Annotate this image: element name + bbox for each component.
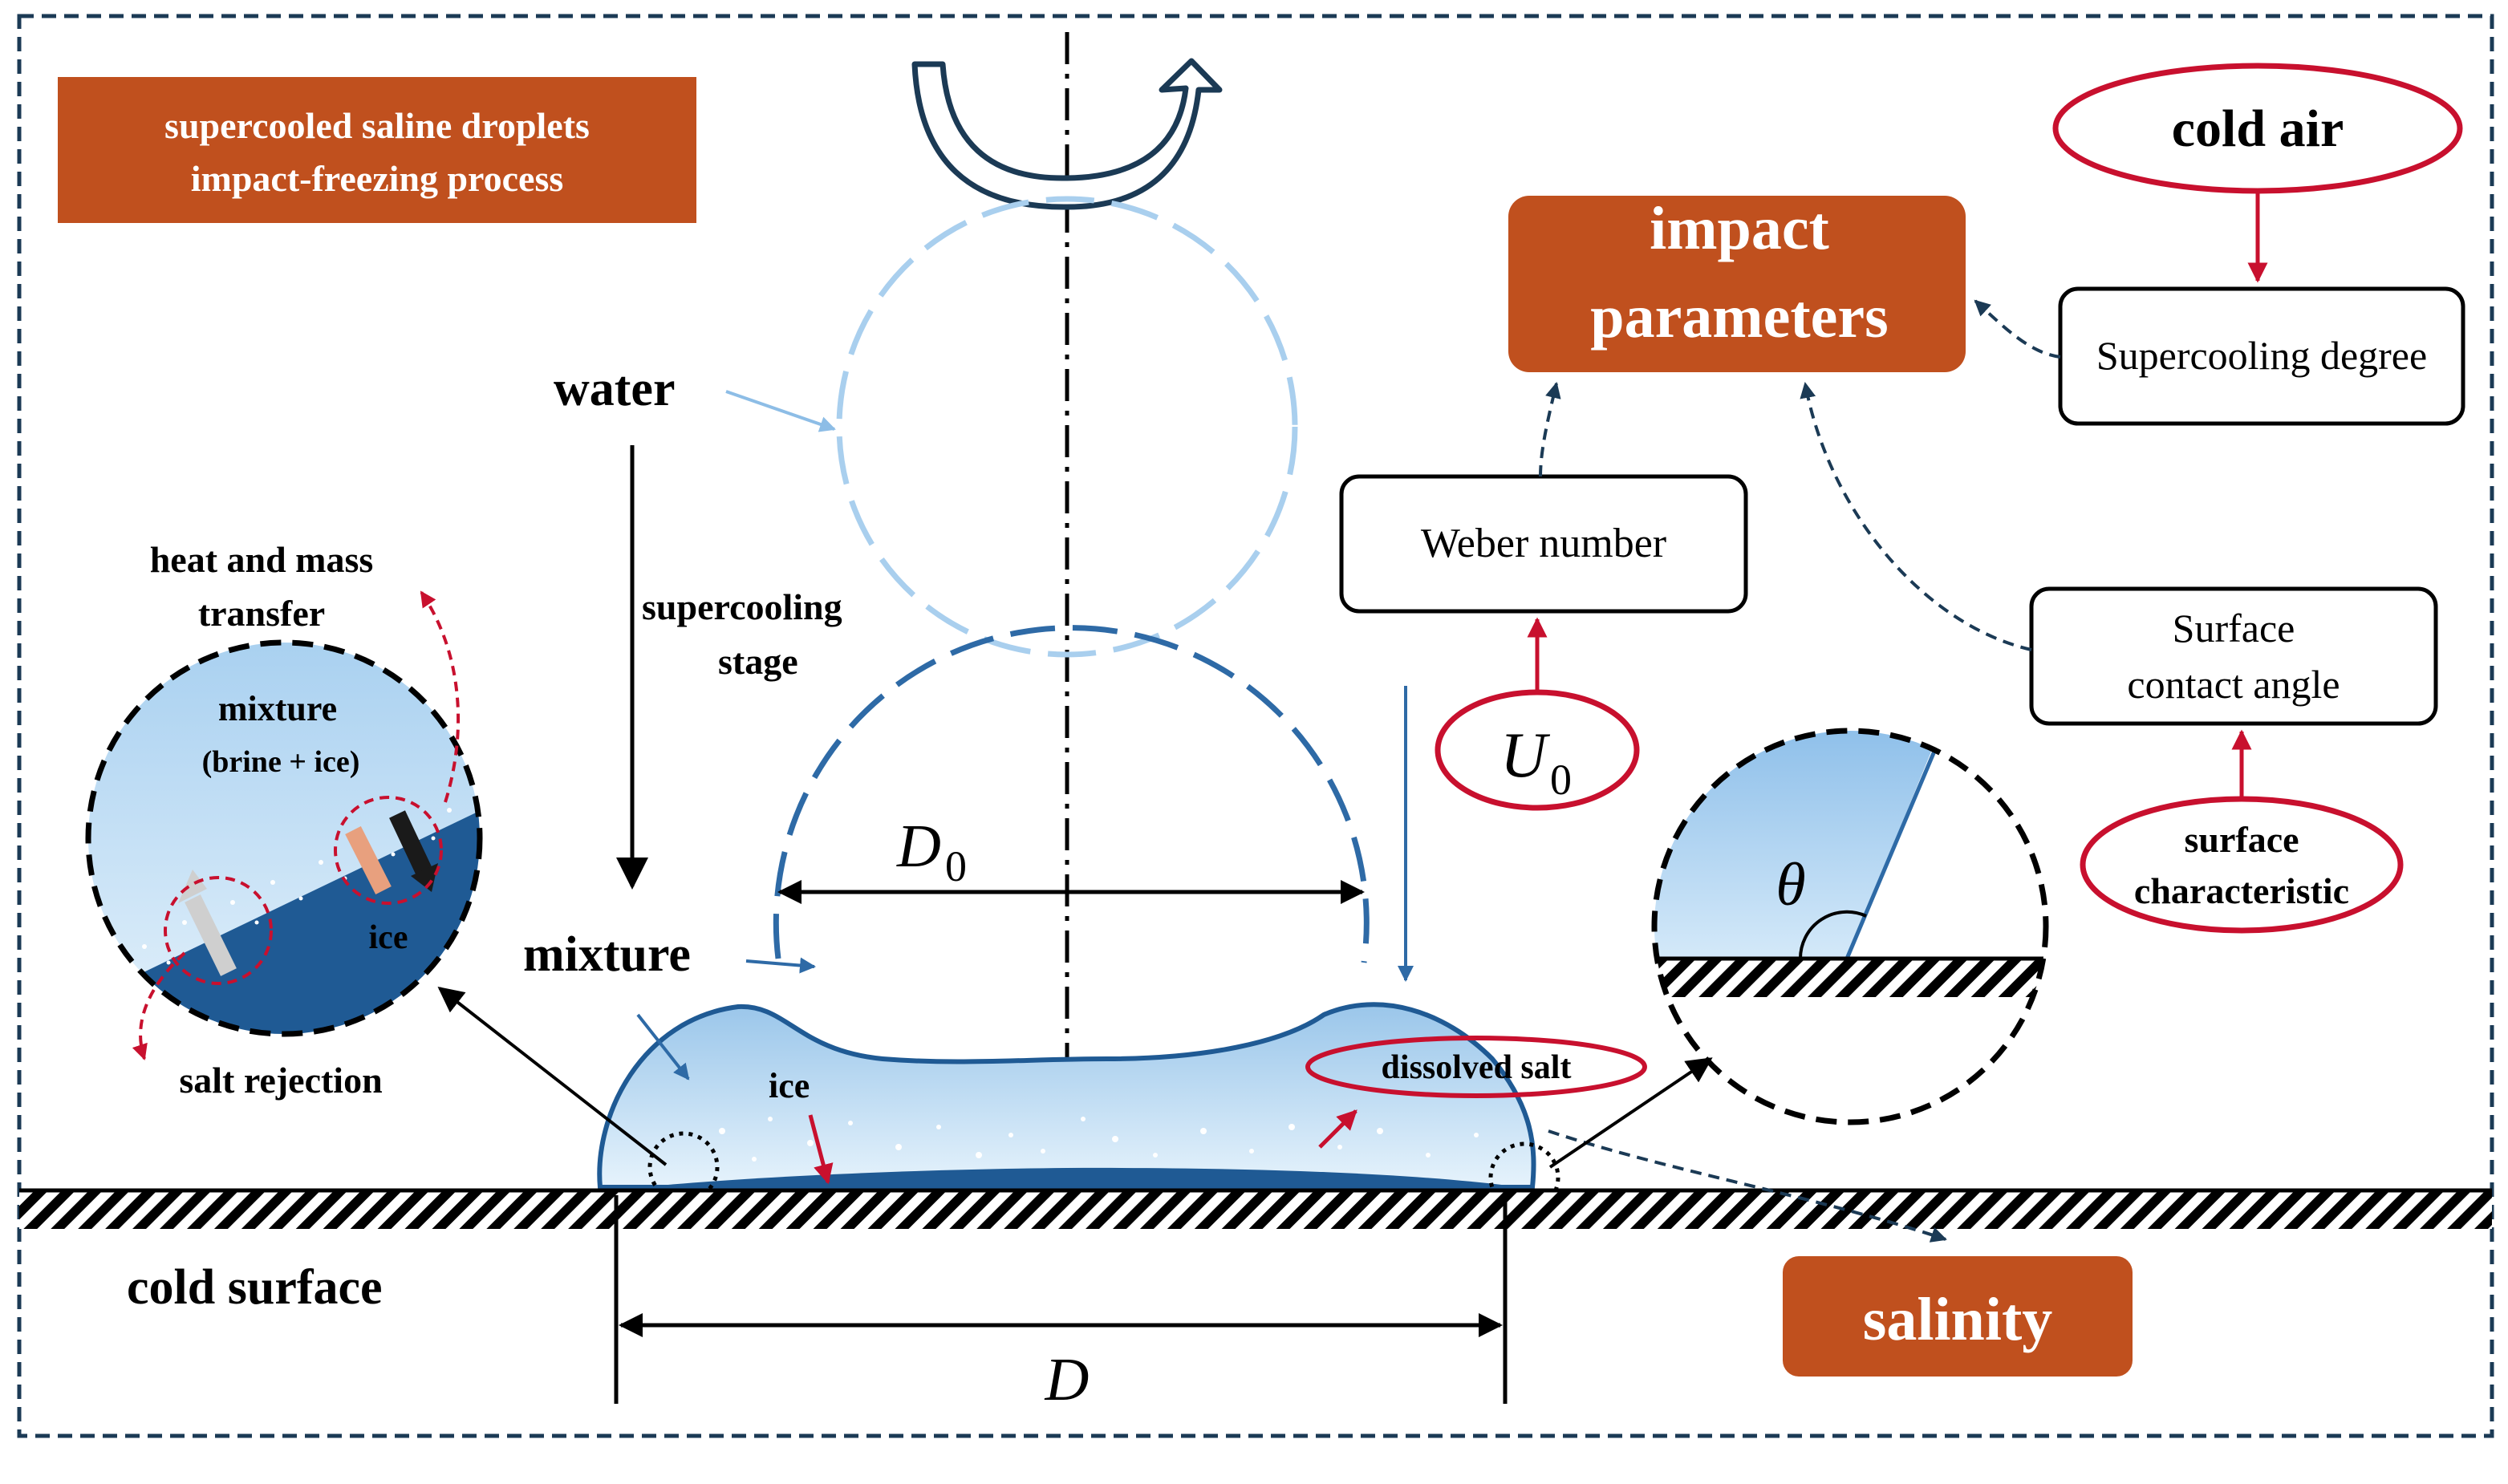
title-box — [58, 77, 696, 223]
inset-brine-ice-label: (brine + ice) — [202, 745, 360, 779]
brine-dots — [719, 1117, 1479, 1162]
salt-to-salinity-link — [1548, 1129, 1947, 1243]
contact-angle-line2: contact angle — [2127, 662, 2340, 707]
d0-label: D — [896, 813, 941, 880]
impact-parameters-line1: impact — [1650, 195, 1829, 262]
theta-label: θ — [1775, 851, 1805, 918]
heat-transfer-arrow — [420, 590, 461, 803]
mixture-pointer-2 — [636, 1013, 690, 1081]
supercooling-stage-line1: supercooling — [642, 586, 842, 627]
impact-parameters-line2: parameters — [1590, 283, 1888, 351]
contact-angle-box — [2029, 586, 2438, 726]
spread-droplet — [597, 1002, 1536, 1190]
salinity-box — [1783, 1256, 2133, 1377]
mixture-pointer — [745, 957, 816, 974]
inset-mixture-label: mixture — [218, 689, 337, 728]
salt-rejection-arrow — [132, 951, 186, 1060]
outer-frame — [17, 14, 2494, 1438]
supercooling-stage-line2: stage — [718, 641, 798, 682]
ice-pointer — [808, 1114, 834, 1185]
cold-air-label: cold air — [2172, 99, 2344, 158]
dissolved-salt-label: dissolved salt — [1382, 1049, 1572, 1086]
supercooling-droplet — [773, 625, 1370, 963]
u0-subscript: 0 — [1550, 756, 1572, 804]
contact-angle-line1: Surface — [2173, 606, 2295, 651]
rotation-arrow — [911, 58, 1223, 210]
dissolved-salt-pointer — [1318, 1109, 1357, 1149]
contact-angle-to-impact — [1800, 382, 2032, 651]
inset-pointer — [437, 987, 668, 1166]
supercooling-degree-label: Supercooling degree — [2096, 333, 2427, 378]
ice-label: ice — [769, 1066, 810, 1105]
water-label: water — [554, 362, 675, 416]
impact-parameters-box — [1508, 196, 1966, 372]
salinity-label: salinity — [1863, 1286, 2053, 1353]
surface-characteristic-line1: surface — [2184, 819, 2299, 860]
d0-subscript: 0 — [945, 842, 967, 890]
mixture-inset — [85, 639, 483, 1037]
cold-surface-label: cold surface — [127, 1260, 383, 1315]
salt-rejection-label: salt rejection — [179, 1060, 382, 1101]
weber-number-label: Weber number — [1421, 521, 1666, 566]
ice-layer — [642, 1167, 1508, 1190]
contact-angle-inset — [1651, 728, 2049, 1125]
heat-mass-line1: heat and mass — [150, 539, 374, 580]
contact-zone-right — [1488, 1141, 1560, 1214]
water-droplet — [836, 196, 1298, 658]
title-line1: supercooled saline droplets — [164, 105, 590, 146]
surface-characteristic-line2: characteristic — [2134, 870, 2349, 911]
weber-number-box — [1339, 474, 1748, 614]
dissolved-salt-ellipse — [1305, 1036, 1647, 1098]
supercooling-to-impact — [1974, 299, 2061, 359]
cold-surface-hatch — [19, 1190, 2492, 1229]
heat-mass-line2: transfer — [198, 593, 325, 634]
theta-pointer — [1548, 1057, 1713, 1169]
inset-ice-label: ice — [369, 919, 408, 956]
title-line2: impact-freezing process — [191, 158, 564, 199]
d-label: D — [1045, 1346, 1090, 1413]
mixture-label: mixture — [523, 927, 691, 982]
contact-zone-left — [647, 1131, 720, 1203]
u0-ellipse — [1435, 689, 1640, 811]
u0-label: U — [1500, 720, 1551, 791]
water-pointer — [725, 390, 836, 432]
weber-to-impact — [1539, 382, 1561, 477]
